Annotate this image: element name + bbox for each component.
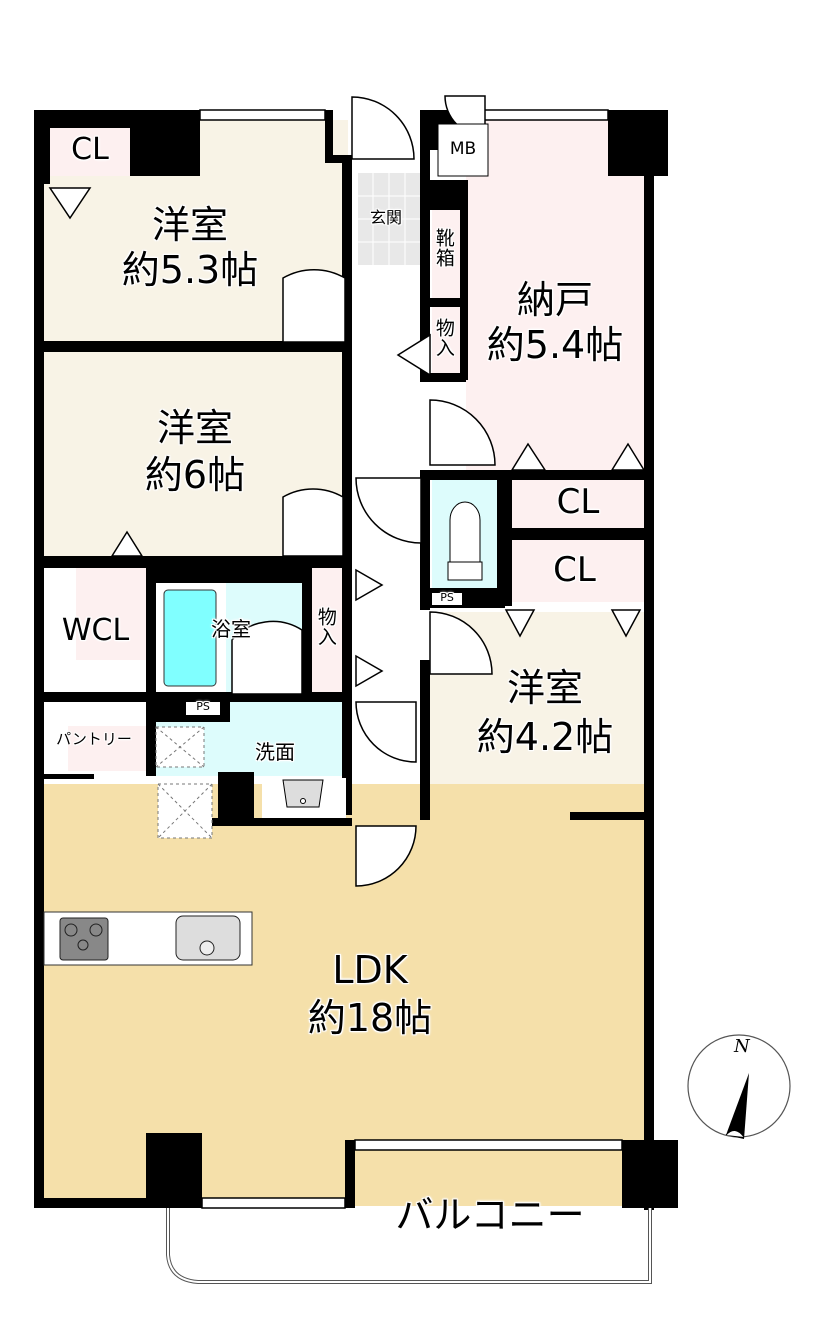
wcl-label: WCL [61, 613, 130, 648]
room-size-ldk: 約18帖 [307, 996, 433, 1040]
storage-1-label: 物入 [432, 318, 455, 358]
kitchen-sink [175, 915, 241, 961]
ldk-fill [43, 784, 644, 1206]
ps-label-1: PS [196, 700, 210, 713]
room-name-western-1: 洋室 [151, 203, 228, 247]
walls [34, 110, 678, 1210]
room-name-western-2: 洋室 [156, 406, 233, 450]
bathroom-label: 浴室 [211, 617, 251, 641]
closet-label-3: CL [553, 550, 596, 590]
room-name-ldk: LDK [332, 948, 408, 992]
ps-box-2 [432, 593, 462, 605]
closet-door-markers [48, 187, 646, 688]
meter-box-label: MB [449, 139, 477, 159]
closet-2-fill [512, 480, 644, 528]
shoebox-fill [432, 210, 460, 298]
stove [59, 917, 109, 961]
ps-label-2: PS [440, 591, 454, 604]
shoebox-label: 靴箱 [432, 228, 455, 268]
meter-box [437, 123, 489, 177]
closet-label-2: CL [556, 482, 600, 522]
closet-label-1: CL [71, 132, 109, 167]
room-size-western-2: 約6帖 [144, 453, 246, 497]
room-name-storage: 納戸 [516, 278, 593, 322]
toilet [449, 501, 481, 566]
room-name-western-3: 洋室 [506, 666, 583, 710]
bathtub-basin [163, 589, 217, 687]
closet-1-fill [50, 128, 130, 176]
storage-2-fill [312, 568, 342, 694]
entrance-grid [358, 173, 420, 265]
toilet-tank [447, 561, 483, 581]
entrance-label: 玄関 [369, 208, 402, 227]
washbasin [282, 779, 324, 808]
fridge-spaces [155, 726, 213, 839]
storage-2-label: 物入 [314, 607, 337, 647]
windows [199, 109, 623, 1209]
ps-box-1 [186, 702, 220, 715]
compass-north-label: N [734, 1036, 750, 1057]
compass-icon [687, 1034, 791, 1139]
storage-room-fill [466, 120, 644, 470]
room-size-western-3: 約4.2帖 [476, 715, 614, 759]
wcl-fill [76, 568, 146, 660]
room-size-western-1: 約5.3帖 [121, 248, 259, 292]
balcony-label: バルコニー [395, 1193, 585, 1237]
room-size-storage: 約5.4帖 [486, 323, 624, 367]
washroom-label: 洗面 [255, 740, 295, 764]
storage-1-fill [432, 307, 460, 373]
closet-3-fill [505, 540, 644, 602]
pantry-fill [68, 726, 146, 771]
pantry-label: パントリー [56, 730, 132, 748]
doors [231, 95, 496, 887]
room-fills [43, 120, 644, 1206]
compass: N [686, 1033, 792, 1139]
